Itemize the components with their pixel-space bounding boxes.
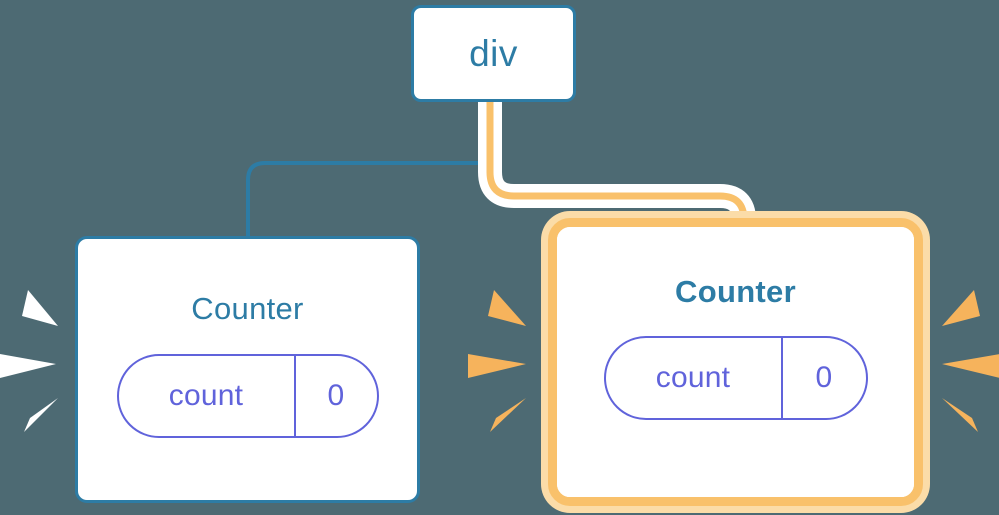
edge-right-halo — [478, 98, 756, 236]
sparkle-wedge-middle — [0, 354, 56, 378]
counter-left-title: Counter — [191, 291, 304, 326]
counter-left-state-key: count — [168, 379, 244, 412]
node-div-label: div — [469, 32, 518, 74]
sparkle-wedge-lower — [490, 398, 526, 432]
counter-right-state-key: count — [655, 361, 731, 394]
sparkle-wedge-upper — [942, 290, 980, 326]
counter-left-state-value: 0 — [293, 356, 377, 436]
edge-right-core — [486, 98, 748, 240]
sparkle-wedge-upper — [22, 290, 58, 326]
counter-right-title: Counter — [675, 274, 796, 309]
counter-right-inner-frame: Counter count 0 — [557, 227, 914, 497]
node-div[interactable]: div — [411, 5, 576, 102]
sparkles-left-counter-right-side — [468, 290, 526, 432]
sparkles-right-card-right — [942, 290, 999, 432]
sparkles-left-card-left — [0, 290, 58, 432]
counter-right-state-pill: count 0 — [603, 336, 868, 420]
counter-left-state-pill: count 0 — [116, 354, 379, 438]
node-counter-left[interactable]: Counter count 0 — [75, 236, 420, 503]
sparkle-wedge-lower — [24, 398, 58, 432]
sparkle-wedge-upper — [488, 290, 526, 326]
sparkle-wedge-lower — [942, 398, 978, 432]
sparkle-wedge-middle — [468, 354, 526, 378]
counter-right-state-value: 0 — [780, 338, 866, 418]
sparkle-wedge-middle — [942, 354, 999, 378]
node-counter-right[interactable]: Counter count 0 — [548, 218, 923, 506]
